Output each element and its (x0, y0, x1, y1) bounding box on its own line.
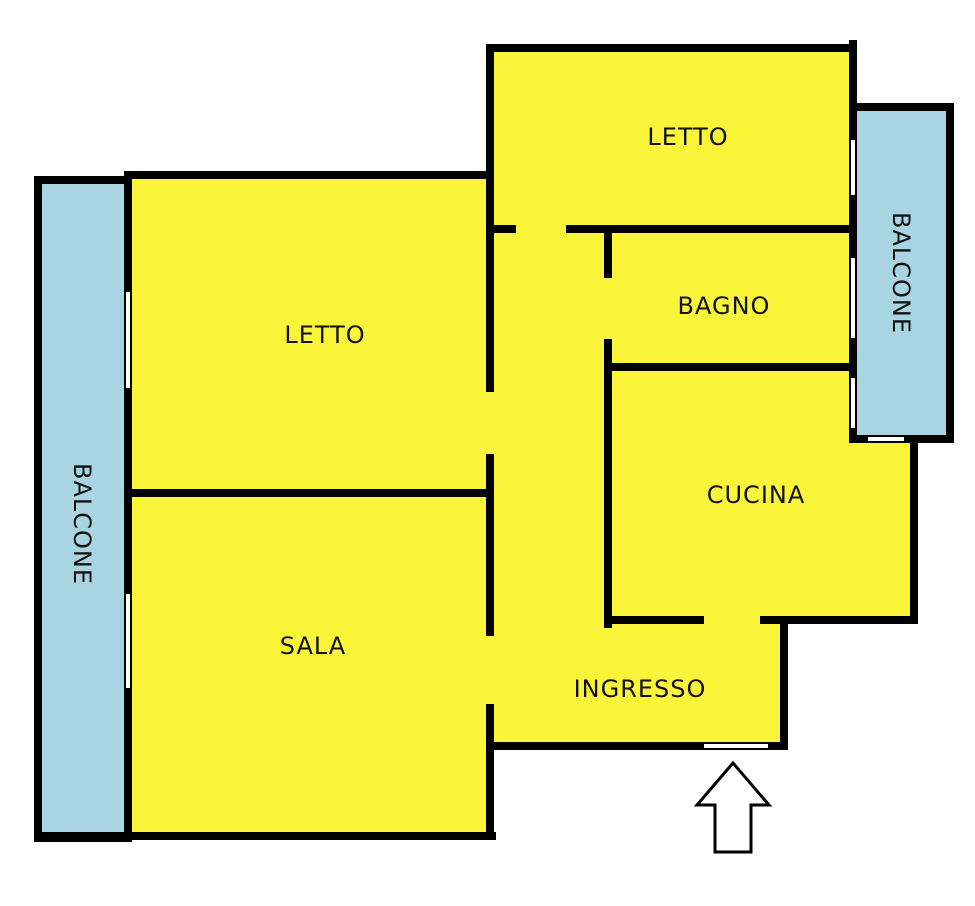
room-bagno (608, 229, 853, 367)
window (126, 292, 130, 388)
room-fills (128, 48, 914, 836)
room-letto-left (128, 177, 492, 493)
room-letto-top (490, 48, 853, 229)
window (851, 378, 855, 428)
room-sala (128, 493, 492, 836)
walls (34, 40, 918, 842)
room-ingresso (490, 620, 784, 746)
label-letto-top: LETTO (647, 123, 728, 151)
label-cucina: CUCINA (707, 481, 806, 509)
window (126, 594, 130, 688)
window (851, 140, 855, 195)
room-labels: LETTO LETTO BAGNO CUCINA SALA INGRESSO B… (68, 123, 915, 703)
label-balcone-right: BALCONE (887, 212, 915, 334)
entrance-arrow-icon (693, 760, 773, 854)
windows (126, 140, 904, 748)
window (868, 437, 904, 441)
label-balcone-left: BALCONE (68, 463, 96, 585)
label-letto-left: LETTO (284, 321, 365, 349)
room-corridor (490, 229, 612, 627)
label-ingresso: INGRESSO (574, 675, 707, 703)
balcony-right (849, 103, 954, 443)
window (851, 258, 855, 338)
entrance-door (704, 744, 768, 748)
label-bagno: BAGNO (678, 292, 771, 320)
label-sala: SALA (280, 632, 346, 660)
